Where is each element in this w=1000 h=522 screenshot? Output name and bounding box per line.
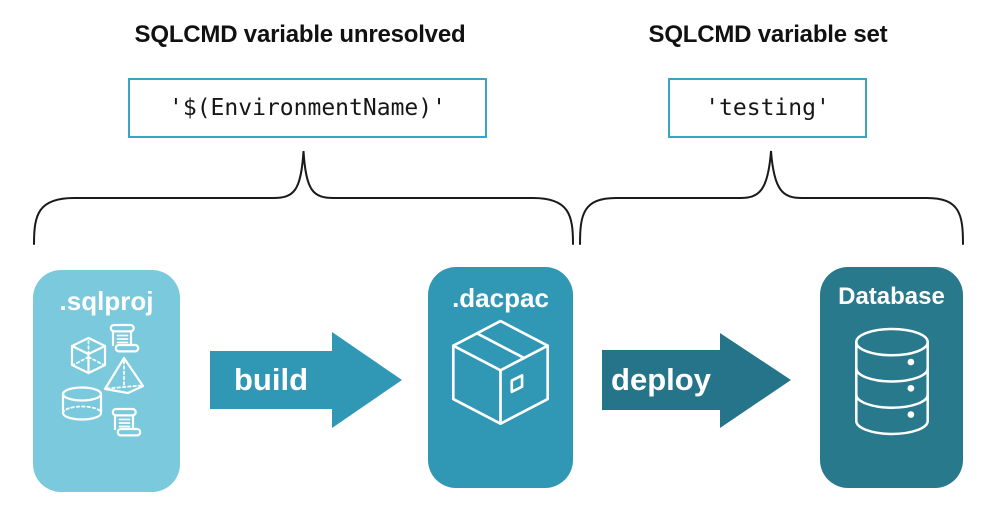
- package-box-icon: [451, 319, 550, 425]
- build-arrow-label: build: [233, 362, 309, 397]
- cylinder-icon: [61, 386, 103, 421]
- deploy-arrow: [602, 333, 791, 428]
- database-cylinder-icon: [855, 327, 929, 436]
- stage-dacpac-label: .dacpac: [452, 283, 549, 313]
- stage-sqlproj: .sqlproj: [33, 270, 180, 492]
- code-box-testing-value: 'testing': [668, 78, 867, 138]
- left-curly-brace: [33, 150, 574, 245]
- right-curly-brace: [579, 150, 964, 245]
- deploy-arrow-label: deploy: [611, 362, 711, 397]
- sql-objects-icon: [61, 323, 145, 437]
- stage-sqlproj-label: .sqlproj: [59, 286, 154, 316]
- build-arrow: [210, 332, 402, 428]
- code-value-set: 'testing': [705, 95, 830, 121]
- stage-dacpac: .dacpac: [428, 267, 573, 488]
- heading-sqlcmd-unresolved: SQLCMD variable unresolved: [134, 21, 466, 48]
- stage-database-label: Database: [838, 283, 945, 310]
- stage-database: Database: [820, 267, 963, 488]
- heading-sqlcmd-set: SQLCMD variable set: [648, 21, 888, 48]
- code-value-unresolved: '$(EnvironmentName)': [169, 95, 446, 121]
- code-box-environment-variable: '$(EnvironmentName)': [128, 78, 487, 138]
- cube-icon: [70, 336, 107, 375]
- pyramid-icon: [103, 356, 145, 395]
